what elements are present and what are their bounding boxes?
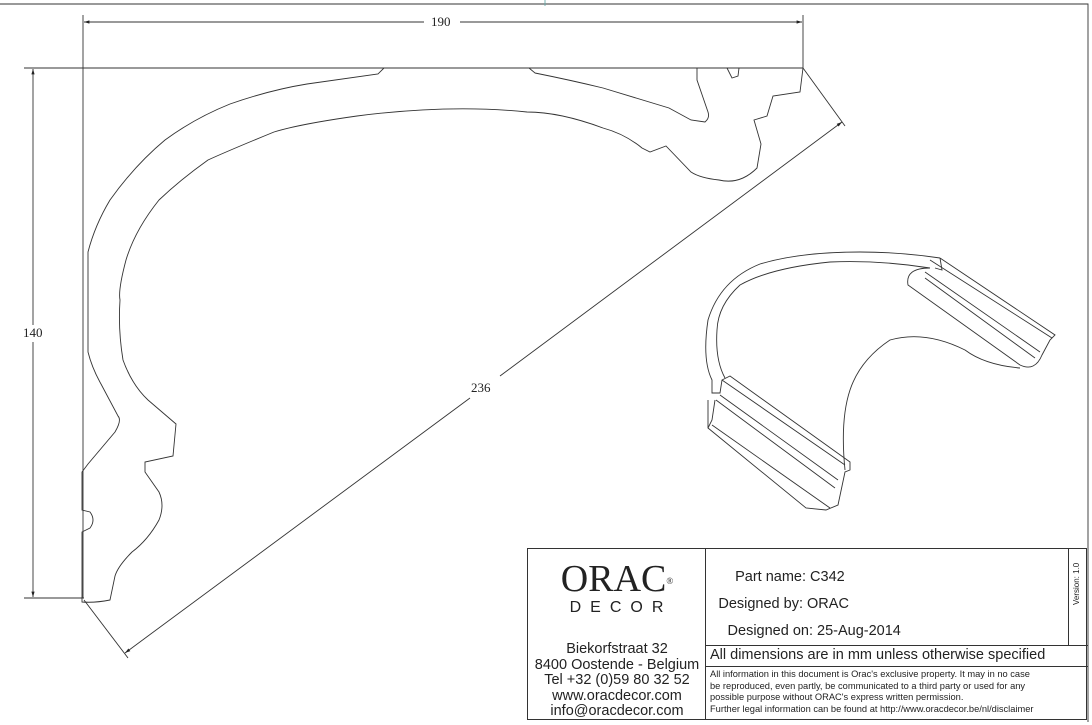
logo-text: ORAC xyxy=(560,558,667,600)
cornice-profile xyxy=(81,67,804,603)
part-name-label: Part name: xyxy=(735,569,806,585)
legal-line: Further legal information can be found a… xyxy=(710,703,1034,714)
part-fields: Part name: C342 Designed by: ORAC Design… xyxy=(706,549,1066,645)
designed-on-label: Designed on: xyxy=(727,623,813,639)
part-name-value: C342 xyxy=(810,569,845,585)
page-border xyxy=(0,3,1089,722)
legal-notice: All information in this document is Orac… xyxy=(710,669,1034,715)
isometric-view xyxy=(705,251,1056,511)
version-label: Version: 1.0 xyxy=(1072,562,1081,605)
orac-decor-logo: ORAC® DECOR xyxy=(528,549,706,641)
company-address: Biekorfstraat 32 8400 Oostende - Belgium… xyxy=(528,641,706,720)
address-email: info@oracdecor.com xyxy=(550,703,684,719)
dim-line-diagonal xyxy=(124,397,471,654)
designed-on-value: 25-Aug-2014 xyxy=(817,623,901,639)
designed-by-label: Designed by: xyxy=(718,596,803,612)
dimension-height-label: 140 xyxy=(20,326,46,340)
dimension-width-label: 190 xyxy=(428,15,454,29)
address-phone: Tel +32 (0)59 80 32 52 xyxy=(544,672,690,688)
designed-by-value: ORAC xyxy=(807,596,849,612)
title-block: ORAC® DECOR Biekorfstraat 32 8400 Oosten… xyxy=(527,548,1088,720)
dimension-diagonal-label: 236 xyxy=(468,381,494,395)
registered-mark: ® xyxy=(666,576,674,586)
logo-sub: DECOR xyxy=(569,599,673,616)
address-website: www.oracdecor.com xyxy=(552,687,682,704)
legal-line: All information in this document is Orac… xyxy=(710,669,1030,679)
address-street: Biekorfstraat 32 xyxy=(566,641,668,657)
units-note: All dimensions are in mm unless otherwis… xyxy=(710,647,1046,663)
address-city: 8400 Oostende - Belgium xyxy=(534,656,700,673)
legal-line: possible purpose without ORAC's express … xyxy=(710,692,964,702)
legal-line: be reproduced, even partly, be communica… xyxy=(710,680,1026,691)
